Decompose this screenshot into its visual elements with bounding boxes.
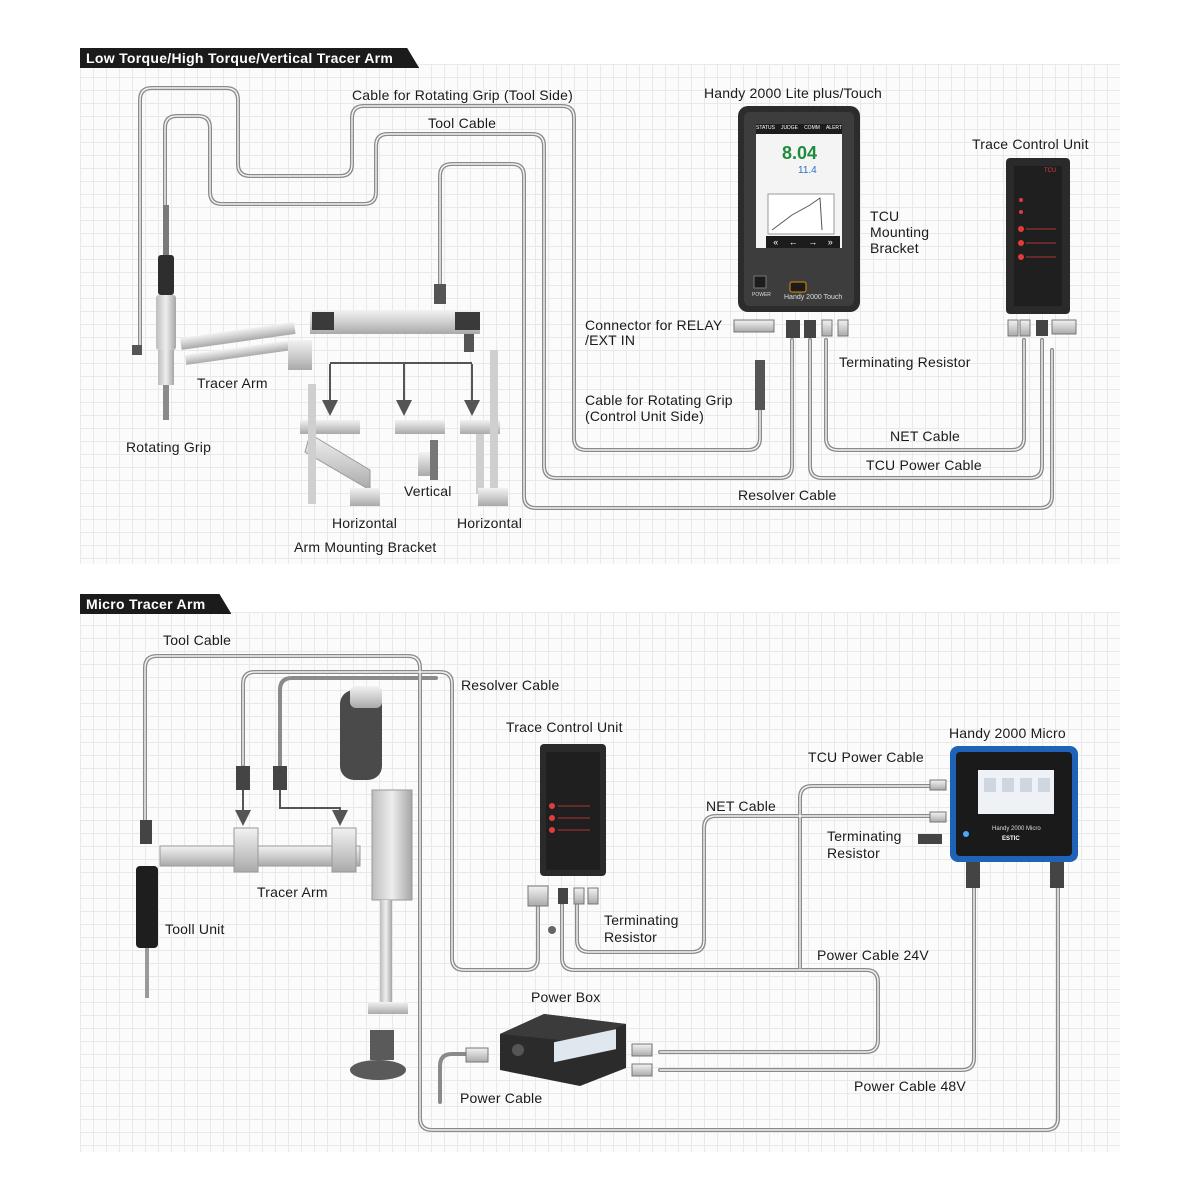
device-sub-value: 11.4 [798, 165, 817, 176]
nav-next-icon[interactable]: → [808, 237, 818, 247]
label-relay-connector-2: /EXT IN [585, 332, 636, 348]
label-trace-control-unit-bottom: Trace Control Unit [506, 719, 623, 735]
mounting-brackets-top [300, 350, 508, 506]
label-terminating-center-2: Resistor [604, 929, 657, 945]
label-net-cable-bottom: NET Cable [706, 798, 777, 814]
label-tcu-power-cable-bottom: TCU Power Cable [808, 749, 924, 765]
device-tab-alert[interactable]: ALERT [825, 125, 842, 131]
label-power-cable-24v: Power Cable 24V [817, 947, 929, 963]
label-tracer-arm-top: Tracer Arm [197, 375, 268, 391]
label-vertical: Vertical [404, 483, 452, 499]
label-horizontal-right: Horizontal [457, 515, 523, 531]
label-horizontal-left: Horizontal [332, 515, 398, 531]
label-tracer-arm-bottom: Tracer Arm [257, 884, 328, 900]
label-power-cable-48v: Power Cable 48V [854, 1078, 966, 1094]
label-terminating-right-1: Terminating [827, 828, 902, 844]
label-tcu-bracket-2: Mounting [870, 224, 930, 240]
tcu-face-label: TCU [1044, 168, 1057, 174]
label-handy-2000-lite: Handy 2000 Lite plus/Touch [704, 85, 882, 101]
device-torque-value: 8.04 [782, 143, 818, 163]
trace-control-unit-top [1006, 158, 1070, 314]
handy-2000-micro-device [918, 746, 1078, 888]
section-tab-bottom: Micro Tracer Arm [80, 594, 231, 614]
handy-2000-touch-device [738, 106, 860, 312]
label-cable-rotating-grip-tool-side: Cable for Rotating Grip (Tool Side) [352, 87, 573, 103]
tracer-arm-top [180, 284, 480, 370]
micro-brand-logo: ESTIC [1002, 836, 1020, 842]
power-box [465, 1014, 653, 1086]
label-power-cable: Power Cable [460, 1090, 543, 1106]
tool-driver-top [132, 205, 176, 420]
device-model-name: Handy 2000 Touch [784, 294, 843, 301]
trace-control-unit-bottom [527, 744, 606, 934]
label-resolver-cable-top: Resolver Cable [738, 487, 837, 503]
nav-prev-icon[interactable]: ← [788, 237, 798, 247]
label-power-box: Power Box [531, 989, 601, 1005]
label-tcu-power-cable-top: TCU Power Cable [866, 457, 982, 473]
label-tcu-bracket-1: TCU [870, 208, 900, 224]
nav-first-icon[interactable]: « [773, 237, 779, 247]
label-tool-cable-bottom: Tool Cable [163, 632, 232, 648]
label-terminating-right-2: Resistor [827, 845, 880, 861]
label-resolver-cable-bottom: Resolver Cable [461, 677, 560, 693]
device-tab-comm[interactable]: COMM [804, 125, 820, 131]
device-nav-bar: « ← → » [768, 237, 838, 247]
device-status-tabs: STATUS JUDGE COMM ALERT [756, 125, 842, 131]
label-arm-mounting-bracket: Arm Mounting Bracket [294, 539, 437, 555]
cable-power-48v [658, 878, 976, 1072]
label-net-cable-top: NET Cable [890, 428, 961, 444]
label-tool-unit: Tooll Unit [165, 921, 225, 937]
label-handy-2000-micro: Handy 2000 Micro [949, 725, 1066, 741]
nav-last-icon[interactable]: » [827, 237, 833, 247]
cable-resolver-bottom-2 [278, 676, 438, 767]
cable-power-ac [438, 1052, 472, 1104]
device-tab-judge[interactable]: JUDGE [781, 125, 798, 131]
label-terminating-resistor-top: Terminating Resistor [839, 354, 971, 370]
device-tab-status[interactable]: STATUS [756, 125, 775, 131]
connectors-top [733, 319, 1077, 410]
micro-model-name: Handy 2000 Micro [992, 826, 1041, 832]
label-tool-cable: Tool Cable [428, 115, 497, 131]
label-tcu-bracket-3: Bracket [870, 240, 919, 256]
label-grip-control-side-2: (Control Unit Side) [585, 408, 704, 424]
label-trace-control-unit-top: Trace Control Unit [972, 136, 1089, 152]
label-grip-control-side-1: Cable for Rotating Grip [585, 392, 733, 408]
device-power-label: POWER [752, 292, 771, 298]
cable-tcu-power-bottom-2 [798, 784, 932, 970]
bottom-diagram-panel [80, 612, 1120, 1152]
label-terminating-center-1: Terminating [604, 912, 679, 928]
section-tab-top: Low Torque/High Torque/Vertical Tracer A… [80, 48, 419, 68]
label-relay-connector-1: Connector for RELAY [585, 317, 723, 333]
label-rotating-grip: Rotating Grip [126, 439, 212, 455]
micro-tracer-arm [136, 686, 413, 1080]
top-diagram-panel [80, 64, 1120, 564]
